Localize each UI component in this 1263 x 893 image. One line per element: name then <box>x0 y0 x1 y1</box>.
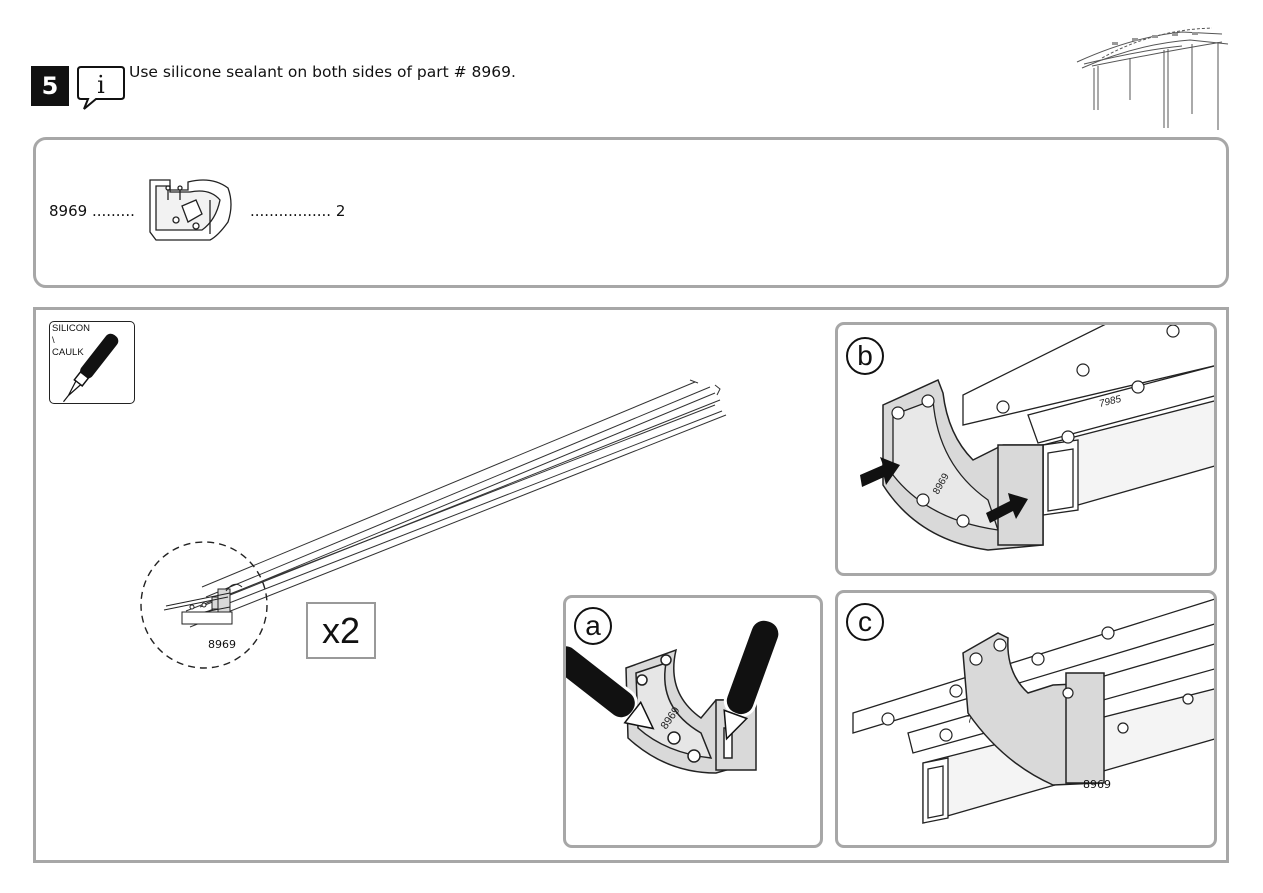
parts-list-box <box>33 137 1229 288</box>
panel-b-letter: b <box>846 337 884 375</box>
step-number-badge: 5 <box>31 66 69 106</box>
panel-a-letter: a <box>574 607 612 645</box>
detail-panel-c: 7985 c 8969 <box>835 590 1217 848</box>
panel-c-letter: c <box>846 603 884 641</box>
part-label-8969: 8969 <box>208 638 236 651</box>
rail-assembly-illustration <box>140 379 727 669</box>
tool-label-line2: CAULK <box>52 347 84 358</box>
detail-panel-a: 8969 a <box>563 595 823 848</box>
arrow-left-icon <box>860 457 900 487</box>
carport-thumbnail <box>1076 27 1229 130</box>
panel-b-rail-code: 7985 <box>1098 394 1123 410</box>
part-code-label: 8969 ......... <box>49 202 135 220</box>
rail-end-detail <box>163 583 243 625</box>
panel-b-illustration: 7985 8969 <box>860 325 1214 551</box>
part-8969-image <box>149 179 232 241</box>
tool-label: SILICON \ CAULK <box>52 323 94 359</box>
main-illustration-box <box>33 307 1229 863</box>
tool-label-line1: SILICON \ <box>52 323 91 346</box>
info-icon: i <box>77 66 125 110</box>
panel-c-illustration: 7985 <box>852 598 1214 824</box>
panel-c-part-label: 8969 <box>1083 778 1111 791</box>
quantity-multiplier: x2 <box>306 602 376 659</box>
caulk-gun-icon <box>62 333 118 402</box>
caulk-tube-right <box>723 617 782 741</box>
caulk-tube-left <box>566 643 655 730</box>
part-quantity: ................. 2 <box>250 202 346 220</box>
tool-box <box>49 321 135 404</box>
svg-text:i: i <box>97 71 105 99</box>
instruction-text: Use silicone sealant on both sides of pa… <box>129 63 516 81</box>
arrow-right-icon <box>986 493 1028 523</box>
detail-panel-b: 7985 8969 b <box>835 322 1217 576</box>
panel-a-illustration: 8969 <box>566 617 782 774</box>
